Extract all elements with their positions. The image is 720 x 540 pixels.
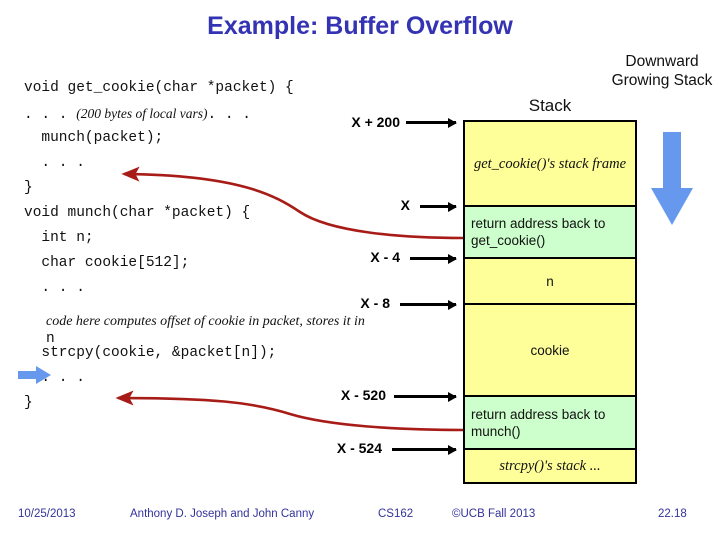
- code-line: char cookie[512];: [24, 255, 190, 271]
- slide-footer: 10/25/2013 Anthony D. Joseph and John Ca…: [0, 508, 720, 528]
- address-label-x-minus-4: X - 4: [370, 249, 400, 265]
- code-line-strcpy: strcpy(cookie, &packet[n]);: [24, 345, 277, 361]
- footer-copyright: ©UCB Fall 2013: [452, 508, 536, 520]
- page-title: Example: Buffer Overflow: [207, 12, 513, 40]
- code-line: void get_cookie(char *packet) {: [24, 80, 294, 96]
- address-arrow-x-minus-524: [392, 444, 457, 455]
- footer-course: CS162: [378, 508, 414, 520]
- address-arrow-x: [420, 201, 457, 212]
- connector-curve-munch: [115, 390, 464, 432]
- stack-cell-return-addr-munch: return address back to munch(): [463, 395, 637, 448]
- stack-cell-n: n: [463, 257, 637, 303]
- stack-cell-return-addr-get-cookie: return address back to get_cookie(): [463, 205, 637, 257]
- code-line: munch(packet);: [24, 130, 164, 146]
- code-line: int n;: [24, 230, 94, 246]
- stack-cell-strcpy-frame: strcpy()'s stack ...: [463, 448, 637, 484]
- footer-date: 10/25/2013: [18, 508, 76, 520]
- address-arrow-x-minus-8: [400, 299, 457, 310]
- code-comment-var: n: [46, 331, 55, 347]
- code-comment-inline: (200 bytes of local vars): [76, 106, 208, 121]
- stack-cell-cookie: cookie: [463, 303, 637, 395]
- code-line: void munch(char *packet) {: [24, 205, 251, 221]
- address-label-x-minus-524: X - 524: [336, 440, 382, 456]
- code-comment-text: code here computes offset of cookie in p…: [46, 314, 365, 329]
- code-ellipsis: . . .: [207, 107, 251, 123]
- code-line: . . .: [24, 280, 85, 296]
- code-listing: void get_cookie(char *packet) { . . . (2…: [24, 76, 404, 416]
- address-arrow-x-minus-520: [394, 391, 457, 402]
- code-ellipsis: . . .: [24, 107, 77, 123]
- address-arrow-x-minus-4: [410, 253, 457, 264]
- code-comment-block: code here computes offset of cookie in p…: [46, 313, 376, 348]
- address-label-x-minus-520: X - 520: [340, 387, 386, 403]
- footer-authors: Anthony D. Joseph and John Canny: [130, 508, 315, 520]
- stack-cell-get-cookie-frame: get_cookie()'s stack frame: [463, 120, 637, 205]
- address-label-x: X: [400, 197, 410, 213]
- stack-diagram-label: Stack: [528, 96, 572, 115]
- code-line: . . .: [24, 155, 85, 171]
- code-line: . . . (200 bytes of local vars). . .: [24, 101, 404, 126]
- strcpy-pointer-arrow-icon: [18, 366, 51, 384]
- address-label-x-minus-8: X - 8: [360, 295, 390, 311]
- downward-arrow-icon: [651, 132, 693, 225]
- address-label-x-plus-200: X + 200: [351, 114, 400, 130]
- connector-curve-get-cookie: [121, 166, 464, 240]
- downward-growing-stack-label: Downward Growing Stack: [611, 53, 713, 89]
- code-line: }: [24, 180, 33, 196]
- stack-frame-diagram: get_cookie()'s stack frame return addres…: [463, 120, 637, 484]
- footer-page-number: 22.18: [658, 508, 687, 520]
- code-line: }: [24, 395, 33, 411]
- address-arrow-x-plus-200: [406, 117, 457, 128]
